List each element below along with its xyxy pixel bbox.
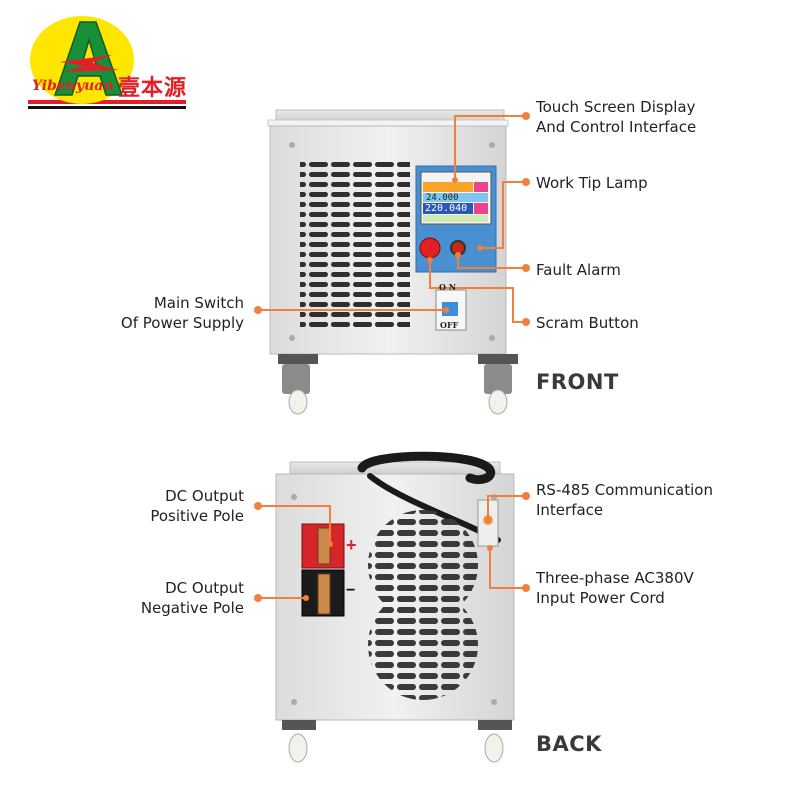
callout-power-cord: Three-phase AC380V Input Power Cord: [536, 569, 694, 607]
power-cord-coil: [357, 451, 496, 485]
back-right-caster: [484, 733, 504, 763]
breaker-on-label: O N: [439, 282, 457, 292]
callout-dots: [254, 112, 530, 602]
back-view-label: BACK: [536, 732, 602, 756]
breaker-off-label: OFF: [440, 320, 459, 330]
screen-value-1: 24.000: [426, 193, 459, 203]
callout-line-work-tip-lamp: [480, 181, 526, 249]
callout-line-power-cord: [489, 548, 526, 589]
brand-logo: [28, 16, 186, 109]
callout-scram-button: Scram Button: [536, 314, 639, 332]
logo-lightning-icon: [60, 55, 118, 72]
front-left-caster: [288, 389, 308, 415]
callout-work-tip-lamp: Work Tip Lamp: [536, 174, 648, 192]
callout-line-dc-positive: [258, 505, 331, 544]
callout-line-fault-alarm: [457, 255, 526, 269]
logo-underline-red: [28, 100, 186, 104]
logo-text-cn: 壹本源: [118, 75, 188, 100]
callout-dc-positive: DC Output Positive Pole: [150, 487, 244, 525]
callout-fault-alarm: Fault Alarm: [536, 261, 621, 279]
callout-lines: [258, 115, 526, 599]
scram-button-control[interactable]: [419, 237, 441, 259]
callout-line-touch-screen: [454, 115, 526, 180]
callout-line-rs485: [487, 495, 526, 520]
fan-grill-lower: [368, 590, 478, 700]
back-cabinet: [275, 451, 515, 763]
front-right-caster: [488, 389, 508, 415]
logo-underline-black: [28, 106, 186, 109]
callout-main-switch: Main Switch Of Power Supply: [120, 294, 244, 332]
dc-negative-sign: −: [346, 582, 356, 599]
back-left-caster: [288, 733, 308, 763]
screen-value-2: 220.040: [425, 203, 468, 214]
callout-dc-negative: DC Output Negative Pole: [140, 579, 244, 617]
callout-touch-screen: Touch Screen Display And Control Interfa…: [536, 98, 697, 136]
front-cabinet: [267, 109, 518, 415]
callout-rs485: RS-485 Communication Interface: [536, 481, 713, 519]
callout-line-scram-button: [429, 260, 526, 323]
front-vent-slots: [300, 158, 410, 328]
logo-text-latin: Yibenyuan: [32, 78, 114, 94]
dc-positive-sign: +: [346, 535, 357, 555]
front-view-label: FRONT: [536, 370, 619, 394]
